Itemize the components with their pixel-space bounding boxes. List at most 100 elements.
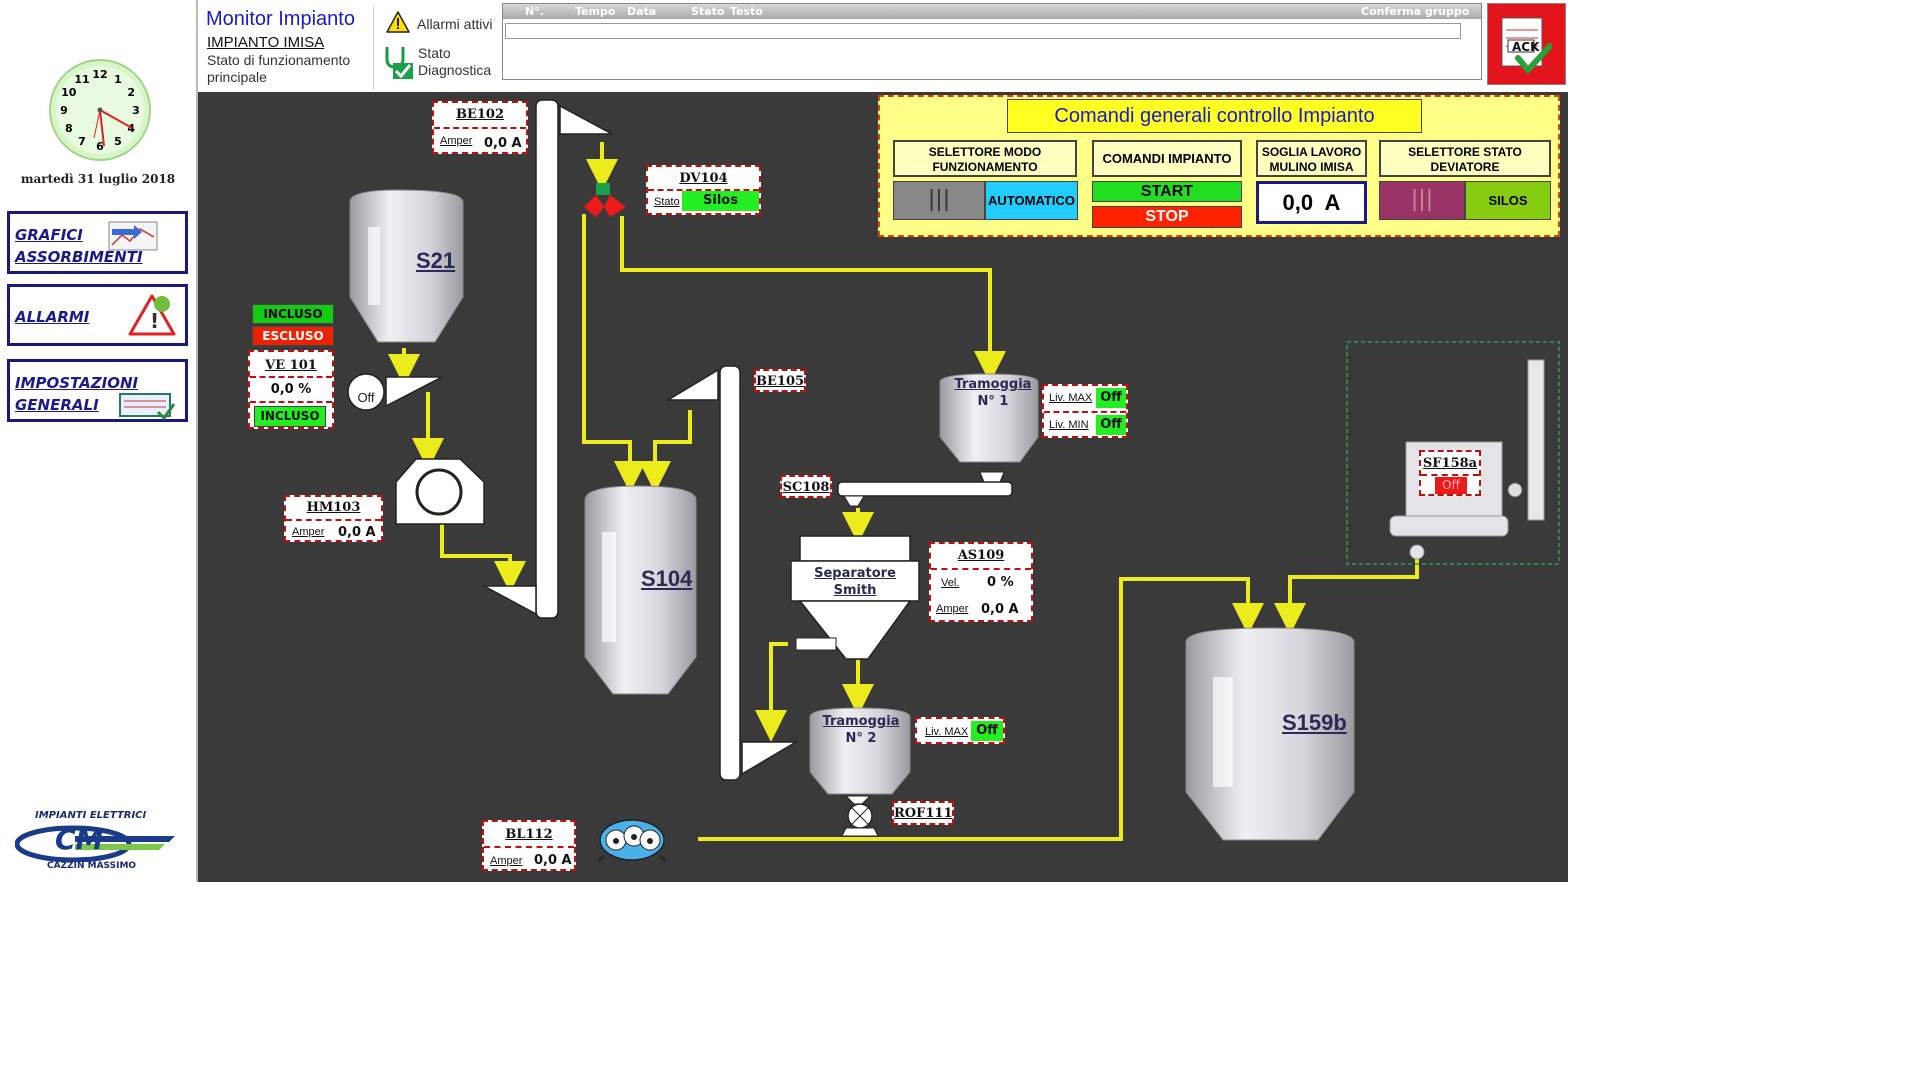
sf158a-name: SF158a: [1422, 456, 1478, 471]
plant-diagram: S21 S104 S159b Off BE102 Amper 0,0 A DV1…: [198, 92, 1568, 882]
start-button[interactable]: START: [1092, 181, 1242, 202]
logo-top-text: IMPIANTI ELETTRICI: [35, 810, 147, 821]
ve101-include-button[interactable]: INCLUSO: [252, 304, 334, 324]
mode-selector-value[interactable]: AUTOMATICO: [985, 181, 1078, 220]
warning-icon[interactable]: [386, 11, 410, 33]
bl112-tag[interactable]: BL112 Amper 0,0 A: [482, 820, 576, 871]
silo-s21-label[interactable]: S21: [416, 248, 456, 273]
clock-numeral: 2: [127, 86, 135, 99]
sf158a-tag[interactable]: SF158a Off: [1419, 450, 1481, 496]
page-title: Monitor Impianto: [206, 8, 355, 30]
ve101-speed-value: 0,0 %: [270, 382, 312, 397]
sf158a-state-value: Off: [1435, 477, 1467, 494]
threshold-value-input[interactable]: 0,0 A: [1256, 181, 1367, 224]
plant-commands-label: COMANDI IMPIANTO: [1092, 140, 1242, 177]
as109-amp-label: Amper: [936, 603, 969, 615]
nav-label-line2: GENERALI: [15, 396, 99, 414]
logo-mark-text: CM: [55, 823, 104, 856]
hopper-1-name[interactable]: Tramoggia: [954, 377, 1032, 392]
clock-numeral: 6: [96, 140, 104, 153]
settings-panel-icon: [119, 393, 176, 420]
hopper-2-max-value: Off: [971, 721, 1003, 741]
controls-title: Comandi generali controllo Impianto: [1007, 99, 1422, 133]
ack-button[interactable]: ACK: [1487, 3, 1566, 85]
separator-name-line1[interactable]: Separatore: [814, 566, 896, 581]
diverter-selector-label: SELETTORE STATO DEVIATORE: [1379, 140, 1551, 177]
nav-grafici-assorbimenti[interactable]: GRAFICI ASSORBIMENTI: [7, 211, 188, 274]
dv104-tag[interactable]: DV104 Stato Silos: [646, 165, 761, 215]
col-number[interactable]: N°.: [525, 5, 544, 18]
active-alarms-label[interactable]: Allarmi attivi: [417, 16, 493, 32]
clock-numeral: 11: [74, 73, 89, 86]
ve101-exclude-button[interactable]: ESCLUSO: [252, 326, 334, 346]
col-date[interactable]: Data: [627, 5, 657, 18]
hopper-1-min-label: Liv. MIN: [1049, 419, 1089, 431]
silo-s104-label[interactable]: S104: [641, 566, 693, 591]
rof111-name: ROF111: [894, 806, 953, 821]
sc108-tag[interactable]: SC108: [780, 475, 832, 498]
pipes: [388, 142, 1419, 841]
col-group-confirm[interactable]: Conferma gruppo: [1361, 5, 1470, 18]
rof111-tag[interactable]: ROF111: [892, 801, 954, 825]
mode-selector-handle[interactable]: |||: [893, 181, 985, 220]
plant-schematic: [347, 99, 1560, 863]
dv104-state-value: Silos: [682, 191, 759, 211]
mode-selector-label: SELETTORE MODO FUNZIONAMENTO: [893, 140, 1077, 177]
alarm-table[interactable]: N°. Tempo Data Stato Testo Conferma grup…: [502, 3, 1482, 80]
be102-tag[interactable]: BE102 Amper 0,0 A: [432, 101, 528, 154]
be105-tag[interactable]: BE105: [754, 369, 806, 392]
ack-icon: [1501, 17, 1552, 75]
ve101-tag[interactable]: VE 101 0,0 % INCLUSO: [248, 350, 334, 429]
sc108-name: SC108: [782, 480, 830, 495]
as109-tag[interactable]: AS109 Vel. 0 % Amper 0,0 A: [929, 542, 1033, 622]
general-controls-panel: Comandi generali controllo Impianto SELE…: [878, 95, 1560, 237]
col-text[interactable]: Testo: [730, 5, 763, 18]
chart-icon: [108, 221, 158, 251]
hm103-amp-value: 0,0 A: [338, 525, 376, 540]
col-time[interactable]: Tempo: [575, 5, 616, 18]
company-logo: IMPIANTI ELETTRICI CM CAZZIN MASSIMO: [15, 810, 185, 875]
alarm-table-header: [503, 4, 1481, 19]
ve101-motor-status[interactable]: Off: [357, 390, 375, 405]
hopper-2-max-label: Liv. MAX: [925, 726, 969, 738]
separator-name-line2[interactable]: Smith: [833, 583, 877, 598]
silo-s159b-label[interactable]: S159b: [1282, 710, 1347, 735]
hopper-2-number: N° 2: [845, 731, 877, 746]
clock-numeral: 10: [61, 86, 77, 99]
clock-numeral: 3: [132, 104, 140, 117]
hopper-1-levels[interactable]: Liv. MAX Off Liv. MIN Off: [1042, 384, 1128, 438]
be102-name: BE102: [455, 107, 505, 122]
be105-name: BE105: [756, 374, 805, 389]
diverter-selector-handle[interactable]: |||: [1379, 181, 1465, 220]
as109-name: AS109: [957, 548, 1005, 563]
stop-button[interactable]: STOP: [1092, 206, 1242, 228]
header-divider: [373, 6, 374, 90]
nav-impostazioni-generali[interactable]: IMPOSTAZIONI GENERALI: [7, 359, 188, 422]
nav-label-line1: ALLARMI: [15, 308, 90, 326]
ack-label: ACK: [1512, 40, 1540, 54]
plant-name: IMPIANTO IMISA: [207, 34, 325, 51]
hm103-tag[interactable]: HM103 Amper 0,0 A: [284, 495, 383, 542]
ve101-name: VE 101: [265, 358, 317, 373]
be102-amp-label: Amper: [440, 135, 473, 147]
ve101-status-badge: INCLUSO: [254, 406, 326, 427]
analog-clock: 121234567891011: [49, 59, 151, 161]
hm103-name: HM103: [306, 500, 361, 515]
clock-numeral: 1: [114, 73, 122, 86]
nav-allarmi[interactable]: ALLARMI !: [7, 284, 188, 346]
as109-amp-value: 0,0 A: [981, 602, 1019, 617]
as109-vel-label: Vel.: [941, 577, 960, 589]
alarm-triangle-icon: !: [128, 294, 176, 336]
alarm-row[interactable]: [505, 23, 1461, 39]
col-status[interactable]: Stato: [691, 5, 725, 18]
hopper-2-name[interactable]: Tramoggia: [822, 714, 900, 729]
dv104-name: DV104: [679, 171, 728, 186]
diagnostic-status-label[interactable]: Stato Diagnostica: [418, 45, 492, 78]
diverter-selector-value[interactable]: SILOS: [1465, 181, 1551, 220]
nav-label-line1: GRAFICI: [15, 226, 83, 244]
as109-vel-value: 0 %: [987, 575, 1014, 590]
hm103-amp-label: Amper: [292, 526, 325, 538]
stethoscope-icon[interactable]: [381, 45, 413, 79]
hopper-2-levels[interactable]: Liv. MAX Off: [915, 717, 1005, 744]
sidebar: 121234567891011 martedì 31 luglio 2018 G…: [0, 0, 198, 882]
